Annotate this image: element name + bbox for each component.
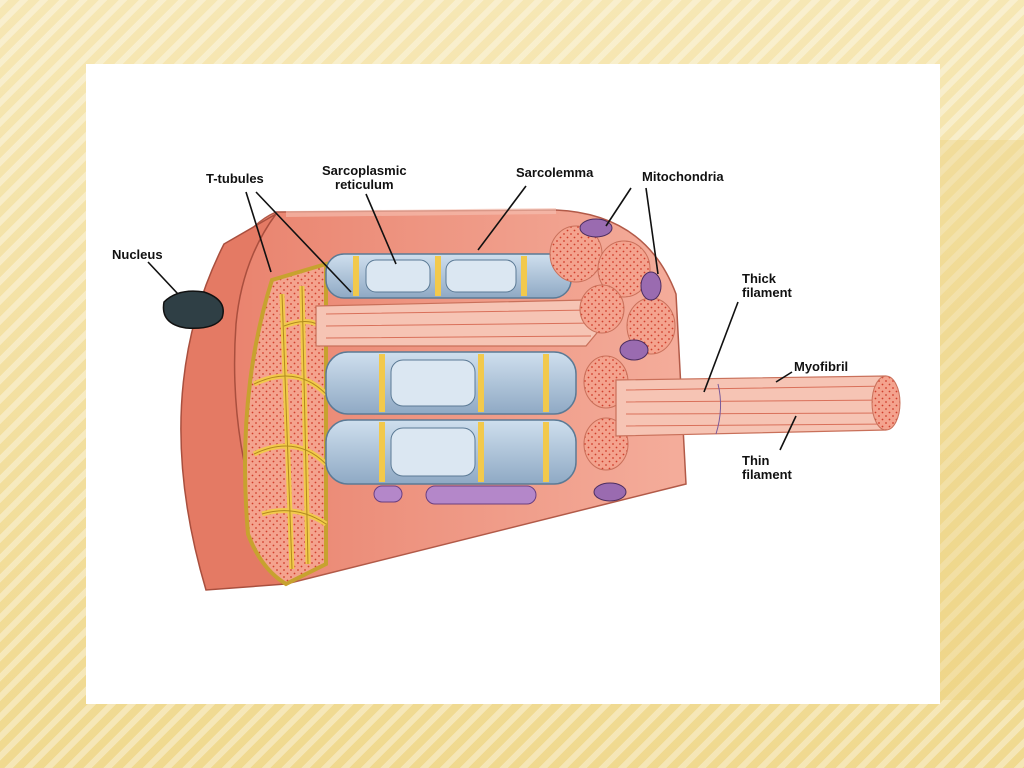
label-t-tubules: T-tubules (206, 171, 264, 186)
nucleus-shape (162, 290, 224, 330)
muscle-fiber-diagram (147, 185, 901, 591)
leader-lines (147, 185, 797, 451)
cross-section-face (243, 261, 329, 587)
label-nucleus: Nucleus (112, 247, 163, 262)
label-thick-filament: Thick filament (742, 272, 792, 300)
figure-card: T-tubules Sarcoplasmic reticulum Sarcole… (86, 64, 940, 704)
label-thick-filament-line2: filament (742, 285, 792, 300)
label-thin-filament-line1: Thin (742, 453, 770, 468)
myofibril-row-3 (325, 351, 629, 415)
label-sarcoplasmic-reticulum: Sarcoplasmic reticulum (322, 164, 407, 192)
label-sarcoplasmic-reticulum-line2: reticulum (335, 177, 394, 192)
label-thin-filament-line2: filament (742, 467, 792, 482)
label-sarcoplasmic-reticulum-line1: Sarcoplasmic (322, 163, 407, 178)
myofibril-row-2 (315, 299, 607, 347)
slide-background-panel (940, 140, 1024, 700)
myofibril-row-4 (325, 419, 577, 485)
myofibril-row-1 (325, 253, 572, 299)
label-sarcolemma: Sarcolemma (516, 165, 594, 180)
label-thick-filament-line1: Thick (742, 271, 776, 286)
mitochondria-group (373, 218, 662, 505)
label-mitochondria: Mitochondria (642, 169, 724, 184)
extended-myofibril (615, 375, 901, 437)
label-thin-filament: Thin filament (742, 454, 792, 482)
label-myofibril: Myofibril (794, 359, 849, 374)
